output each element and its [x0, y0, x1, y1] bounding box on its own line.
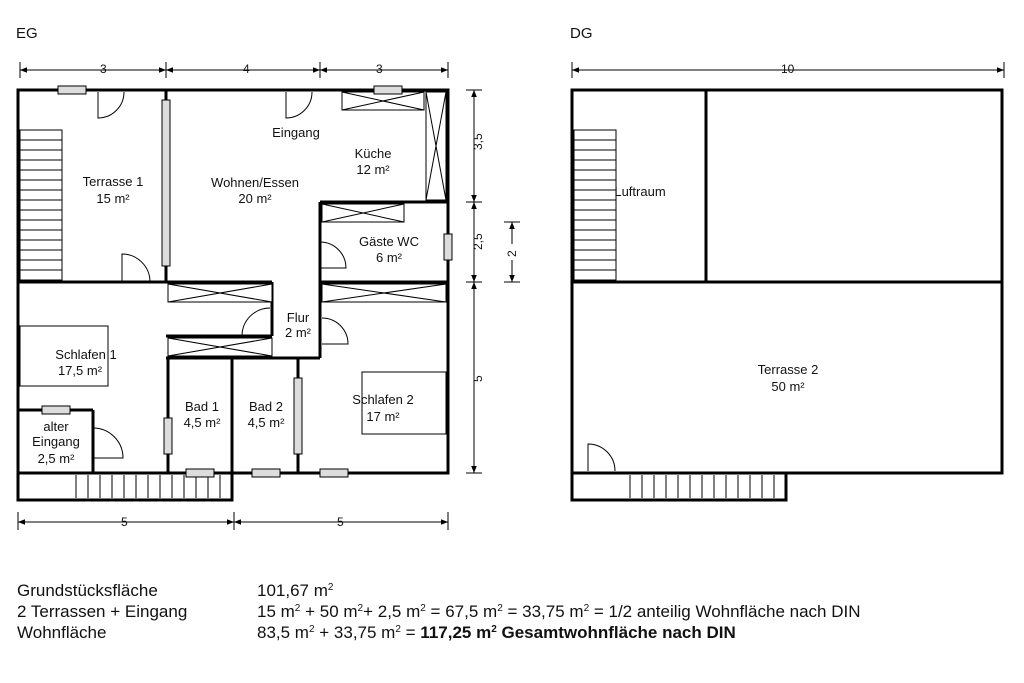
value-sup: 2 — [357, 603, 364, 614]
value-sup: 2 — [294, 603, 301, 614]
room-luftraum-name: Luftraum — [614, 184, 665, 199]
eg-bed-schlafen1 — [19, 325, 109, 387]
eg-dim-top-3: 3 — [376, 62, 383, 76]
room-alter-eingang-area: 2,5 m² — [38, 451, 76, 466]
summary-row-grundstueck: Grundstücksfläche 101,67 m2 — [17, 580, 861, 601]
summary-label: Wohnfläche — [17, 623, 107, 642]
eg-front-steps — [16, 471, 234, 502]
value-part: = 33,75 m — [502, 602, 584, 621]
value-part: 83,5 m — [257, 623, 309, 642]
room-kueche-area: 12 m² — [356, 162, 390, 177]
summary-value: 101,67 m2 — [257, 580, 333, 601]
dg-dim-top: 10 — [781, 62, 795, 76]
eg-dimension-right: 3,5 2,5 5 2 — [466, 89, 520, 474]
eg-doors — [92, 91, 349, 459]
summary-row-wohnflaeche: Wohnfläche 83,5 m2 + 33,75 m2 = 117,25 m… — [17, 622, 861, 643]
dg-front-steps — [570, 471, 788, 502]
eg-room-labels: Terrasse 1 15 m² Wohnen/Essen 20 m² Eing… — [32, 125, 419, 466]
eg-dim-right-inner: 2 — [505, 250, 519, 257]
dg-front-stairs — [629, 475, 775, 498]
dg-room-labels: Luftraum Terrasse 2 50 m² — [614, 184, 818, 394]
room-eingang-name: Eingang — [272, 125, 320, 140]
area-summary: Grundstücksfläche 101,67 m2 2 Terrassen … — [17, 580, 861, 643]
value-sup: 2 — [420, 603, 426, 614]
total-label: Gesamtwohnfläche nach DIN — [496, 623, 736, 642]
dg-door — [587, 443, 616, 472]
floor-plan-drawing: EG 3 4 3 — [16, 25, 1005, 530]
eg-dim-top-1: 3 — [100, 62, 107, 76]
eg-dimension-top: 3 4 3 — [19, 62, 449, 78]
dg-floor-plan: DG 10 — [570, 25, 1005, 502]
value-sup: 2 — [583, 603, 590, 614]
value-part: + 33,75 m — [314, 623, 396, 642]
room-bad2-name: Bad 2 — [249, 399, 283, 414]
room-schlafen1-area: 17,5 m² — [58, 363, 103, 378]
eg-dim-top-2: 4 — [243, 62, 250, 76]
eg-front-stairs — [75, 475, 221, 498]
value-part: + 2,5 m — [363, 602, 421, 621]
room-alter-eingang-name1: alter — [43, 419, 69, 434]
total-value: 117,25 m — [420, 623, 492, 642]
summary-value: 83,5 m2 + 33,75 m2 = 117,25 m2 Gesamtwoh… — [257, 622, 736, 643]
eg-cupboards — [167, 91, 447, 357]
room-gaeste-wc-name: Gäste WC — [359, 234, 419, 249]
room-terrasse2-area: 50 m² — [771, 379, 805, 394]
summary-value: 15 m2 + 50 m2+ 2,5 m2 = 67,5 m2 = 33,75 … — [257, 601, 861, 622]
eg-bed-schlafen2 — [361, 371, 447, 435]
room-kueche-name: Küche — [355, 146, 392, 161]
room-flur-name: Flur — [287, 310, 310, 325]
value-part: = 1/2 anteilig Wohnfläche nach DIN — [589, 602, 861, 621]
room-schlafen1-name: Schlafen 1 — [55, 347, 116, 362]
dg-dimension-top: 10 — [571, 62, 1005, 78]
room-bad1-name: Bad 1 — [185, 399, 219, 414]
room-wohnen-name: Wohnen/Essen — [211, 175, 299, 190]
value-sup: 2 — [491, 624, 497, 635]
summary-row-terrassen: 2 Terrassen + Eingang 15 m2 + 50 m2+ 2,5… — [17, 601, 861, 622]
room-alter-eingang-name2: Eingang — [32, 434, 80, 449]
value-part: = — [400, 623, 421, 642]
summary-label: 2 Terrassen + Eingang — [17, 602, 188, 621]
eg-floor-plan: EG 3 4 3 — [16, 25, 520, 530]
room-schlafen2-name: Schlafen 2 — [352, 392, 413, 407]
eg-dim-right-1: 3,5 — [471, 133, 485, 150]
dg-title: DG — [570, 25, 593, 42]
value-sup: 2 — [497, 603, 503, 614]
value-part: 15 m — [257, 602, 295, 621]
value-part: + 50 m — [300, 602, 358, 621]
eg-windows — [41, 85, 453, 478]
room-wohnen-area: 20 m² — [238, 191, 272, 206]
room-terrasse2-name: Terrasse 2 — [758, 362, 819, 377]
eg-dim-bottom-2: 5 — [337, 515, 344, 529]
room-schlafen2-area: 17 m² — [366, 409, 400, 424]
room-bad1-area: 4,5 m² — [184, 415, 222, 430]
eg-dim-bottom-1: 5 — [121, 515, 128, 529]
eg-dim-right-2: 2,5 — [471, 233, 485, 250]
room-terrasse1-name: Terrasse 1 — [83, 174, 144, 189]
value-part: 101,67 m — [257, 581, 328, 600]
eg-left-stairs — [20, 139, 62, 271]
dg-stairs — [574, 139, 616, 271]
room-bad2-area: 4,5 m² — [248, 415, 286, 430]
eg-dimension-bottom: 5 5 — [17, 512, 449, 530]
value-sup: 2 — [395, 624, 401, 635]
eg-title: EG — [16, 25, 38, 42]
value-sup: 2 — [308, 624, 315, 635]
room-gaeste-wc-area: 6 m² — [376, 250, 403, 265]
value-part: = 67,5 m — [425, 602, 498, 621]
eg-dim-right-3: 5 — [471, 375, 485, 382]
value-sup: 2 — [327, 582, 334, 593]
room-terrasse1-area: 15 m² — [96, 191, 130, 206]
room-flur-area: 2 m² — [285, 325, 312, 340]
summary-label: Grundstücksfläche — [17, 581, 158, 600]
